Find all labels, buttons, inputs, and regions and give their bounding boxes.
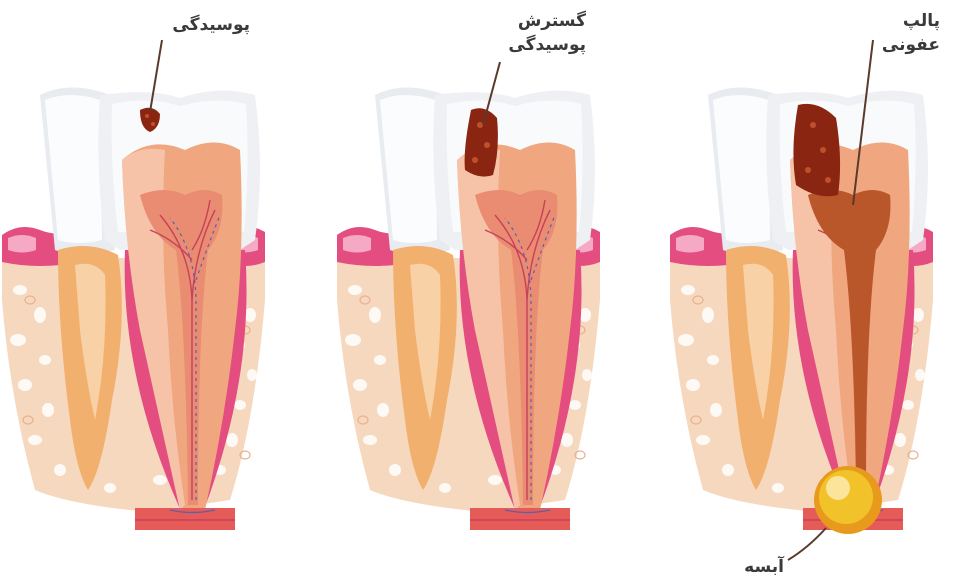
- abscess-pointer-line: [788, 528, 826, 560]
- label-spread-line1: گسترش: [518, 10, 586, 31]
- stage-caries: پوسیدگی: [2, 14, 265, 530]
- label-pulp-line1: پالپ: [903, 11, 940, 31]
- label-spread-line2: پوسیدگی: [508, 34, 586, 55]
- label-abscess: آبسه: [744, 555, 785, 577]
- stage-spread-of-caries: [337, 62, 600, 530]
- label-decay: پوسیدگی: [172, 14, 250, 35]
- stage-infected-pulp: [670, 40, 933, 560]
- label-pulp-line2: عفونی: [882, 35, 940, 55]
